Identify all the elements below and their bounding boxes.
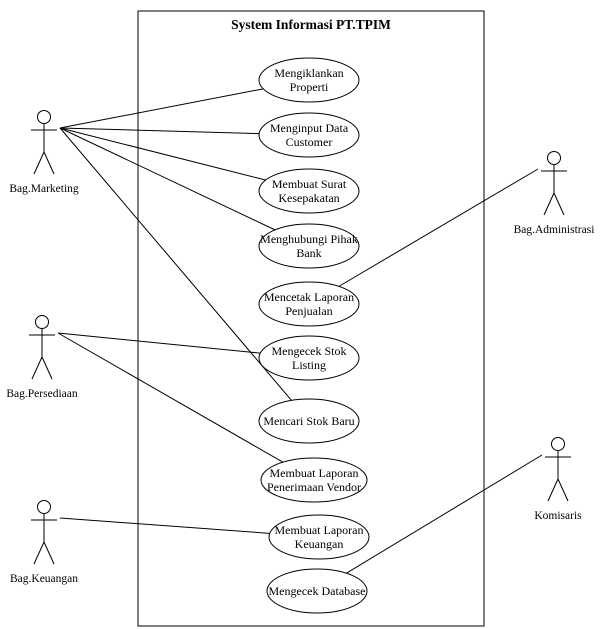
actor-label: Bag.Keuangan — [10, 573, 78, 585]
actor-administrasi: Bag.Administrasi — [514, 151, 595, 236]
actor-head — [37, 500, 51, 514]
use-case-label-line: Membuat Laporan — [270, 466, 359, 480]
actor-left-leg — [33, 541, 45, 565]
use-case-uc7: Mencari Stok Baru — [258, 398, 360, 444]
actor-label: Bag.Administrasi — [514, 224, 595, 236]
actor-label: Bag.Marketing — [9, 183, 79, 195]
association-persediaan-uc6 — [57, 332, 261, 354]
actor-right-leg — [553, 192, 565, 216]
actor-left-leg — [31, 356, 43, 380]
actor-left-leg — [33, 151, 45, 175]
actor-right-leg — [43, 151, 55, 175]
association-administrasi-uc5 — [338, 168, 539, 287]
use-case-label-line: Kesepakatan — [278, 191, 339, 205]
use-case-label-line: Mengecek Stok — [272, 344, 347, 358]
association-marketing-uc1 — [59, 88, 264, 129]
system-boundary — [137, 10, 485, 627]
actor-label: Bag.Persediaan — [6, 388, 77, 400]
use-case-label-line: Penjualan — [285, 304, 332, 318]
use-case-ellipse — [258, 57, 360, 103]
use-case-label-line: Mencari Stok Baru — [263, 414, 354, 428]
use-case-label-line: Bank — [296, 246, 321, 260]
actor-head — [37, 110, 51, 124]
use-case-ellipse — [258, 112, 360, 158]
use-case-ellipse — [258, 281, 360, 327]
actor-right-leg — [557, 478, 569, 502]
actor-head — [547, 151, 561, 165]
association-marketing-uc4 — [59, 127, 276, 231]
actor-head — [35, 315, 49, 329]
use-case-ellipse — [258, 398, 360, 444]
use-case-ellipse — [268, 514, 370, 560]
use-case-ellipse — [258, 168, 360, 214]
actor-left-leg — [543, 192, 555, 216]
use-case-label-line: Membuat Surat — [272, 177, 347, 191]
actor-right-leg — [41, 356, 53, 380]
actor-marketing: Bag.Marketing — [9, 110, 79, 195]
actor-head — [551, 437, 565, 451]
association-marketing-uc2 — [59, 127, 260, 135]
use-case-label-line: Customer — [286, 135, 333, 149]
system-title: System Informasi PT.TPIM — [231, 17, 391, 32]
use-case-label-line: Mengiklankan — [274, 66, 343, 80]
actor-right-leg — [43, 541, 55, 565]
association-komisaris-uc10 — [346, 454, 543, 574]
use-case-label-line: Menginput Data — [270, 121, 349, 135]
use-case-label-line: Menghubungi Pihak — [260, 232, 358, 246]
use-case-label-line: Membuat Laporan — [275, 523, 364, 537]
use-case-ellipse — [258, 223, 360, 269]
use-case-label-line: Properti — [290, 80, 329, 94]
use-case-label-line: Listing — [292, 358, 326, 372]
use-case-uc10: Mengecek Database — [266, 568, 368, 614]
use-case-ellipse — [260, 457, 368, 503]
actor-label: Komisaris — [534, 510, 582, 522]
association-persediaan-uc8 — [57, 332, 284, 463]
association-marketing-uc3 — [59, 127, 266, 181]
association-marketing-uc7 — [59, 127, 292, 401]
use-case-label-line: Keuangan — [295, 537, 344, 551]
use-case-ellipse — [266, 568, 368, 614]
actor-komisaris: Komisaris — [534, 437, 582, 522]
association-keuangan-uc9 — [59, 517, 270, 534]
actor-left-leg — [547, 478, 559, 502]
actor-keuangan: Bag.Keuangan — [10, 500, 78, 585]
use-case-ellipse — [258, 335, 360, 381]
use-case-label-line: Mengecek Database — [269, 584, 366, 598]
actor-persediaan: Bag.Persediaan — [6, 315, 78, 400]
use-case-label-line: Mencetak Laporan — [264, 290, 354, 304]
use-case-label-line: Penerimaan Vendor — [267, 480, 361, 494]
